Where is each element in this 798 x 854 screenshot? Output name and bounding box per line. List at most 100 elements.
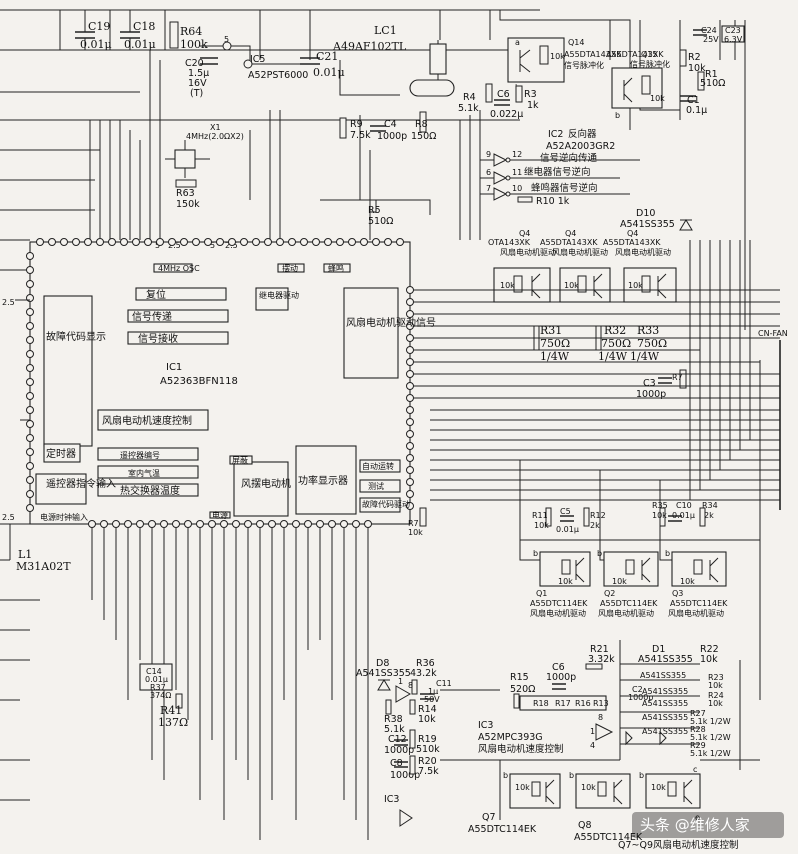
res-r7: R7 10k	[408, 507, 427, 537]
svg-text:R36: R36	[416, 658, 435, 669]
svg-text:C20: C20	[185, 58, 204, 69]
res-r32: R32 750Ω 1/4W	[595, 324, 631, 363]
svg-text:Q4: Q4	[519, 229, 530, 238]
svg-text:A541SS355: A541SS355	[642, 687, 688, 696]
svg-text:10k: 10k	[550, 52, 565, 61]
cap-c14: C14 0.01μ R37 374Ω	[139, 663, 173, 700]
svg-text:1μ: 1μ	[428, 687, 438, 696]
svg-text:R27: R27	[690, 709, 706, 718]
svg-text:R41: R41	[160, 704, 182, 717]
svg-text:510k: 510k	[416, 744, 440, 755]
svg-text:A55DTA143XK: A55DTA143XK	[603, 238, 661, 247]
ic1-right-pins	[406, 286, 414, 510]
svg-text:10k: 10k	[418, 714, 436, 725]
ic2-inverter: IC2 反向器 A52A2003GR2 信号逆向传通 9 12 6 11 7 1…	[480, 128, 640, 207]
svg-text:C1: C1	[687, 95, 700, 106]
svg-text:10k: 10k	[558, 577, 573, 586]
svg-text:屏蔽: 屏蔽	[232, 455, 248, 465]
svg-text:10k: 10k	[708, 681, 723, 690]
svg-text:10k: 10k	[581, 783, 596, 792]
svg-text:10k: 10k	[680, 577, 695, 586]
svg-text:A52363BFN118: A52363BFN118	[160, 376, 238, 387]
svg-text:510Ω: 510Ω	[368, 216, 393, 227]
svg-text:R22: R22	[700, 644, 719, 655]
svg-text:A55DTC114EK: A55DTC114EK	[600, 599, 658, 608]
svg-text:(T): (T)	[190, 88, 203, 99]
svg-text:10k: 10k	[500, 281, 515, 290]
svg-text:5.1k: 5.1k	[458, 103, 479, 114]
transistor-q4-c: Q4 A55DTA143XK 风扇电动机驱动 10k	[603, 229, 677, 303]
svg-text:A55DTA143XK: A55DTA143XK	[606, 50, 664, 59]
res-r27: R27 5.1k 1/2W	[690, 709, 731, 726]
svg-text:自动运转: 自动运转	[362, 461, 394, 471]
svg-text:750Ω: 750Ω	[540, 337, 570, 350]
svg-text:A541SS355: A541SS355	[642, 713, 688, 722]
svg-text:风扇电动机驱动: 风扇电动机驱动	[500, 247, 556, 257]
transistor-q14: a b 10k Q14 A55DTA143XK 信号脉冲化	[507, 37, 622, 92]
svg-text:c: c	[693, 765, 697, 774]
svg-text:150k: 150k	[176, 199, 200, 210]
svg-text:50V: 50V	[424, 695, 440, 704]
svg-text:R14: R14	[418, 704, 437, 715]
diode-d8: D8 A541SS355	[356, 658, 411, 691]
svg-text:R10 1k: R10 1k	[536, 196, 570, 207]
small-res-row: R18 R17 R16 R13	[519, 695, 609, 711]
svg-text:风扇电动机驱动: 风扇电动机驱动	[552, 247, 608, 257]
cap-c11: C11 1μ 50V	[420, 679, 452, 704]
res-r14: R14 10k	[409, 699, 437, 725]
transistor-q7: b 10k Q7 A55DTC114EK	[468, 771, 561, 835]
svg-text:风扇电动机速度控制: 风扇电动机速度控制	[102, 414, 192, 427]
svg-text:R15: R15	[510, 672, 529, 683]
res-r33: R33 750Ω 1/4W	[630, 324, 667, 363]
svg-text:6.3V: 6.3V	[724, 35, 743, 44]
svg-text:1000p: 1000p	[390, 770, 420, 781]
svg-text:3.32k: 3.32k	[588, 654, 615, 665]
svg-text:电源时钟输入: 电源时钟输入	[40, 512, 88, 522]
svg-text:1/4W: 1/4W	[598, 350, 628, 363]
transistor-q4-b: Q4 A55DTA143XK 风扇电动机驱动 10k	[540, 229, 611, 303]
svg-text:R28: R28	[690, 725, 706, 734]
svg-text:A541SS355: A541SS355	[638, 654, 693, 665]
svg-text:6: 6	[486, 168, 491, 177]
svg-text:A541SS355: A541SS355	[356, 668, 411, 679]
svg-text:R5: R5	[368, 205, 381, 216]
svg-text:11: 11	[512, 168, 522, 177]
svg-text:IC2: IC2	[548, 129, 563, 140]
svg-text:R7: R7	[672, 373, 683, 382]
svg-text:C4: C4	[384, 119, 397, 130]
transistor-q8: b 10k Q8 A55DTC114EK	[569, 771, 643, 843]
svg-text:2.5: 2.5	[2, 298, 15, 307]
res-r9: R9 7.5k	[339, 117, 371, 141]
transistor-q2: b 10k Q2 A55DTC114EK 风扇电动机驱动	[597, 549, 659, 618]
svg-text:R9: R9	[350, 119, 363, 130]
svg-text:信号脉冲化: 信号脉冲化	[564, 60, 604, 70]
diode-ladder: A541SS355 A541SS355 A541SS355 A541SS355 …	[620, 663, 700, 746]
svg-text:A541SS355: A541SS355	[620, 219, 675, 230]
svg-text:1/4W: 1/4W	[630, 350, 660, 363]
svg-text:R17: R17	[555, 699, 571, 708]
cap-c4: C4 1000p	[370, 119, 407, 142]
svg-text:A55DTA143XK: A55DTA143XK	[564, 50, 622, 59]
svg-text:1: 1	[398, 677, 403, 686]
svg-text:风扇电动机驱动: 风扇电动机驱动	[598, 608, 654, 618]
svg-text:750Ω: 750Ω	[637, 337, 667, 350]
svg-text:A52PST6000: A52PST6000	[248, 70, 308, 81]
ic1-bottom-pins	[88, 520, 372, 528]
svg-text:C14: C14	[146, 667, 162, 676]
svg-text:故障代码驱动: 故障代码驱动	[362, 499, 410, 509]
svg-text:1000p: 1000p	[628, 693, 653, 702]
inductor-l1: L1 M31A02T	[16, 548, 71, 573]
svg-text:Q7~Q9风扇电动机速度控制: Q7~Q9风扇电动机速度控制	[618, 839, 739, 851]
svg-text:C24: C24	[701, 26, 717, 35]
svg-text:b: b	[665, 549, 670, 558]
svg-text:风扇电动机驱动: 风扇电动机驱动	[530, 608, 586, 618]
svg-text:A55DTA143XK: A55DTA143XK	[540, 238, 598, 247]
svg-text:137Ω: 137Ω	[158, 716, 188, 729]
cap-c12: C12 1000p	[384, 734, 414, 756]
svg-text:10k: 10k	[650, 94, 665, 103]
ic1-blocks: 故障代码显示 4MHz OSC 复位 信号传递 信号接收 继电器驱动 摆动 蜂鸣…	[35, 263, 436, 522]
svg-text:故障代码显示: 故障代码显示	[46, 330, 106, 343]
svg-text:D8: D8	[376, 658, 389, 669]
svg-text:X1: X1	[210, 123, 221, 132]
svg-text:反向器: 反向器	[568, 128, 597, 140]
